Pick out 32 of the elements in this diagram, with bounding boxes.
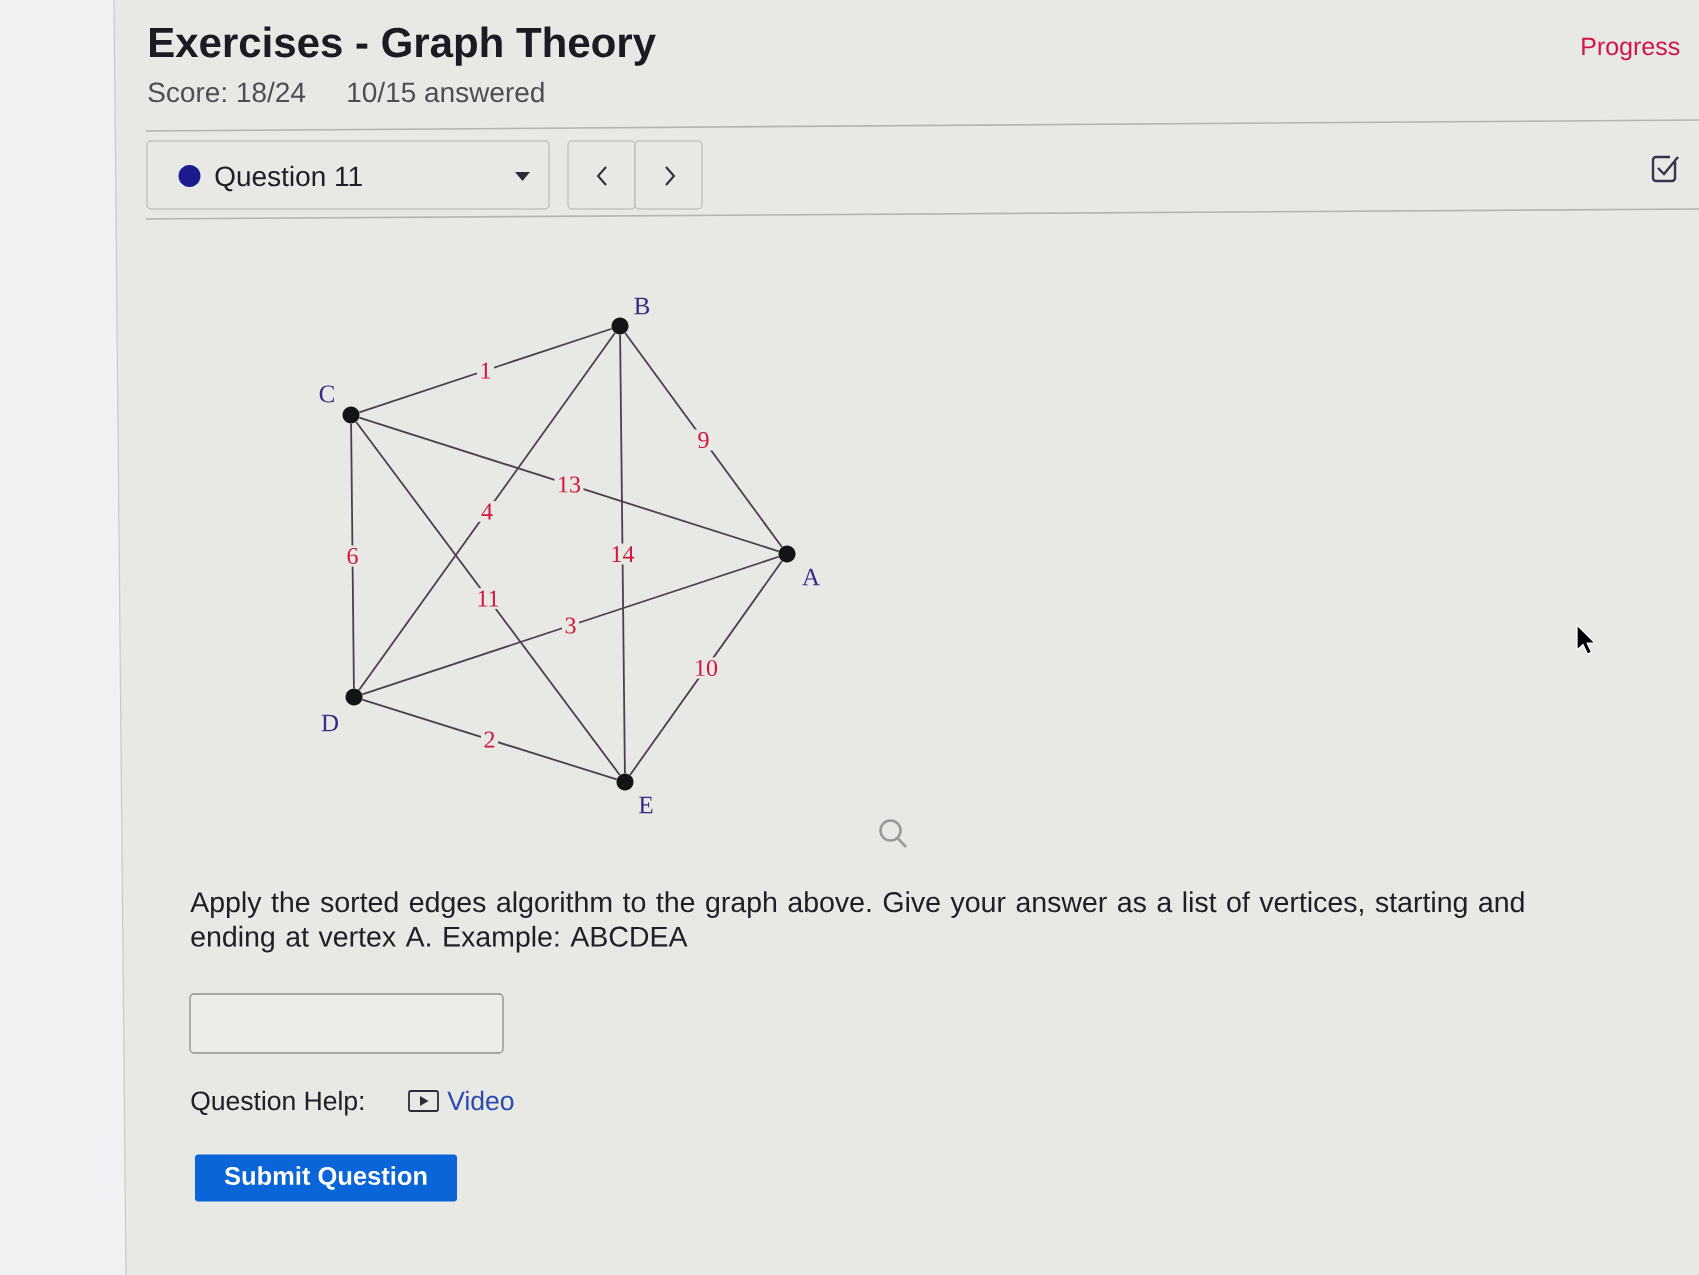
edge-weight: 3	[562, 614, 579, 637]
graph-edge	[629, 560, 783, 776]
graph-edge	[358, 327, 613, 414]
edge-weight: 11	[473, 588, 503, 609]
vertex-label: E	[639, 796, 653, 814]
question-help-text: Question Help:	[191, 1090, 363, 1116]
question-text: Apply the sorted edges algorithm to the graph above. Give your answer as a list of vertices, starting and ending at vertex A. Example: ABCDEA	[190, 891, 1524, 953]
answered-count: 10/15 answered	[348, 81, 544, 103]
edge-weight: 6	[344, 545, 361, 567]
video-link: Video	[447, 1090, 514, 1111]
vertex-label: A	[802, 568, 820, 586]
edge-weight: 1	[477, 360, 494, 381]
graph-edge	[355, 421, 621, 776]
graph-edge	[624, 332, 783, 548]
submit-button: Submit Question	[195, 1154, 457, 1202]
vertex-label: C	[319, 385, 334, 403]
page-title: Exercises - Graph Theory	[150, 26, 656, 66]
graph-edge	[358, 416, 780, 553]
graph-edge	[361, 698, 618, 781]
graph-edge	[361, 555, 780, 696]
vertex-label: B	[634, 297, 650, 315]
edge-weight: 10	[691, 657, 721, 679]
graph-edge	[358, 332, 616, 691]
score-text: Score: 18/24	[148, 81, 306, 103]
graph-edge	[350, 422, 355, 690]
edge-weight: 9	[695, 429, 712, 451]
edge-weight: 2	[481, 729, 498, 750]
graph-edge	[619, 333, 626, 775]
question-dropdown: Question 11	[146, 140, 550, 210]
vertex-label: D	[321, 714, 339, 732]
edge-weight: 14	[608, 543, 637, 565]
progress-link: Progress	[1582, 37, 1680, 61]
